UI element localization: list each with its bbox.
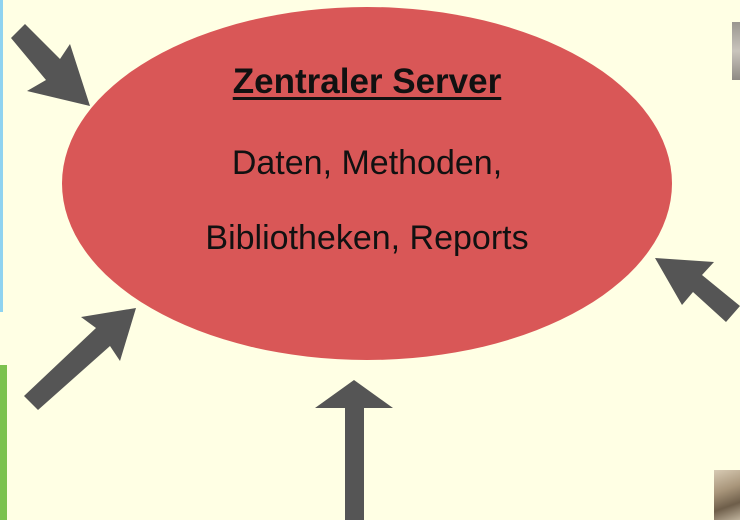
right-edge-photo-fragment-bottom	[714, 470, 740, 520]
server-title: Zentraler Server	[232, 62, 502, 101]
arrow-top-left	[11, 24, 90, 106]
server-description-line-1: Daten, Methoden,	[231, 144, 503, 182]
arrow-bottom	[315, 380, 393, 520]
arrow-right	[655, 258, 740, 322]
central-server-node	[62, 7, 672, 360]
right-edge-photo-fragment-top	[732, 22, 740, 80]
arrow-lower-left	[24, 308, 136, 410]
left-edge-blue-strip	[0, 0, 3, 312]
left-edge-green-strip	[0, 365, 7, 520]
server-description-line-2: Bibliotheken, Reports	[205, 219, 529, 257]
